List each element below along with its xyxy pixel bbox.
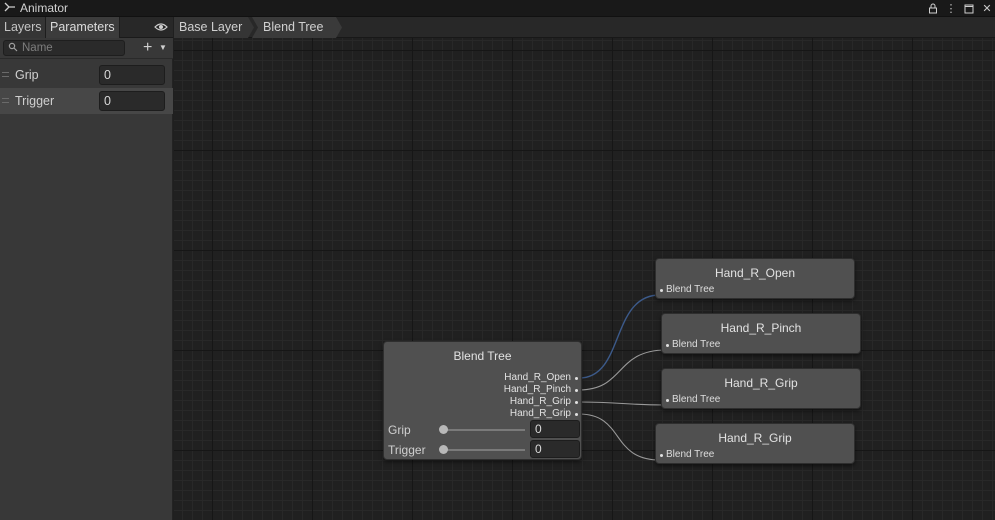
output-port-label: Hand_R_Pinch xyxy=(503,384,571,395)
input-port-label: Blend Tree xyxy=(672,339,721,350)
blend-tree-node[interactable]: Blend Tree Hand_R_Open Hand_R_Pinch Hand… xyxy=(383,341,582,460)
animator-icon xyxy=(4,1,16,15)
motion-node-hand-r-grip[interactable]: Hand_R_Grip Blend Tree xyxy=(661,368,861,409)
blend-tree-title: Blend Tree xyxy=(453,349,512,363)
parameter-row-grip[interactable]: Grip 0 xyxy=(0,62,173,88)
motion-node-hand-r-pinch[interactable]: Hand_R_Pinch Blend Tree xyxy=(661,313,861,354)
breadcrumb-blend-tree[interactable]: Blend Tree xyxy=(252,17,342,38)
search-row: + ▼ xyxy=(0,38,173,59)
close-icon[interactable]: ✕ xyxy=(982,3,992,15)
motion-node-hand-r-grip-2[interactable]: Hand_R_Grip Blend Tree xyxy=(655,423,855,464)
grip-slider-track[interactable] xyxy=(443,429,525,431)
tab-layers[interactable]: Layers xyxy=(0,17,46,38)
plus-icon: + xyxy=(143,39,153,56)
input-port-dot[interactable] xyxy=(666,344,669,347)
search-input[interactable] xyxy=(22,41,122,55)
drag-handle-icon[interactable] xyxy=(2,72,9,77)
lock-icon[interactable] xyxy=(927,3,939,15)
output-port-dot[interactable] xyxy=(575,389,578,392)
trigger-slider-track[interactable] xyxy=(443,449,525,451)
input-port-dot[interactable] xyxy=(660,289,663,292)
blend-param-label: Grip xyxy=(388,423,411,437)
blend-param-label: Trigger xyxy=(388,443,426,457)
motion-node-title: Hand_R_Grip xyxy=(724,376,798,390)
input-port-dot[interactable] xyxy=(660,454,663,457)
breadcrumb-base-layer[interactable]: Base Layer xyxy=(174,17,254,38)
window-title-label: Animator xyxy=(20,1,69,15)
input-port-dot[interactable] xyxy=(666,399,669,402)
eye-icon[interactable] xyxy=(154,21,168,33)
input-port-label: Blend Tree xyxy=(672,394,721,405)
output-port-dot[interactable] xyxy=(575,377,578,380)
maximize-icon[interactable] xyxy=(963,3,975,15)
motion-node-title: Hand_R_Pinch xyxy=(720,321,802,335)
more-options-icon[interactable]: ⋮ xyxy=(945,3,957,15)
parameter-row-trigger[interactable]: Trigger 0 xyxy=(0,88,173,114)
chevron-down-icon: ▼ xyxy=(159,43,167,52)
breadcrumb: Base Layer Blend Tree xyxy=(174,17,995,38)
add-parameter-button[interactable]: + ▼ xyxy=(141,39,171,57)
left-panel: Layers Parameters + ▼ Grip 0 Trigger 0 xyxy=(0,17,173,520)
output-port-label: Hand_R_Open xyxy=(504,372,571,383)
tab-parameters[interactable]: Parameters xyxy=(46,17,120,38)
output-port-dot[interactable] xyxy=(575,401,578,404)
motion-node-hand-r-open[interactable]: Hand_R_Open Blend Tree xyxy=(655,258,855,299)
input-port-label: Blend Tree xyxy=(666,449,715,460)
output-port-label: Hand_R_Grip xyxy=(509,396,571,407)
input-port-label: Blend Tree xyxy=(666,284,715,295)
parameter-value-field[interactable]: 0 xyxy=(99,65,165,85)
output-port-dot[interactable] xyxy=(575,413,578,416)
motion-node-title: Hand_R_Open xyxy=(714,266,796,280)
left-panel-tabs: Layers Parameters xyxy=(0,17,173,38)
parameter-name: Grip xyxy=(15,68,39,82)
trigger-slider-knob[interactable] xyxy=(439,445,448,454)
search-icon xyxy=(8,42,18,55)
search-box[interactable] xyxy=(3,40,125,56)
parameter-value-field[interactable]: 0 xyxy=(99,91,165,111)
graph-canvas[interactable] xyxy=(174,38,995,520)
output-port-label: Hand_R_Grip xyxy=(509,408,571,419)
window-titlebar: Animator ⋮ ✕ xyxy=(0,0,995,17)
motion-node-title: Hand_R_Grip xyxy=(718,431,792,445)
window-title: Animator xyxy=(4,1,68,15)
grip-value-field[interactable]: 0 xyxy=(530,420,580,438)
parameter-name: Trigger xyxy=(15,94,55,108)
grip-slider-knob[interactable] xyxy=(439,425,448,434)
drag-handle-icon[interactable] xyxy=(2,98,9,103)
trigger-value-field[interactable]: 0 xyxy=(530,440,580,458)
